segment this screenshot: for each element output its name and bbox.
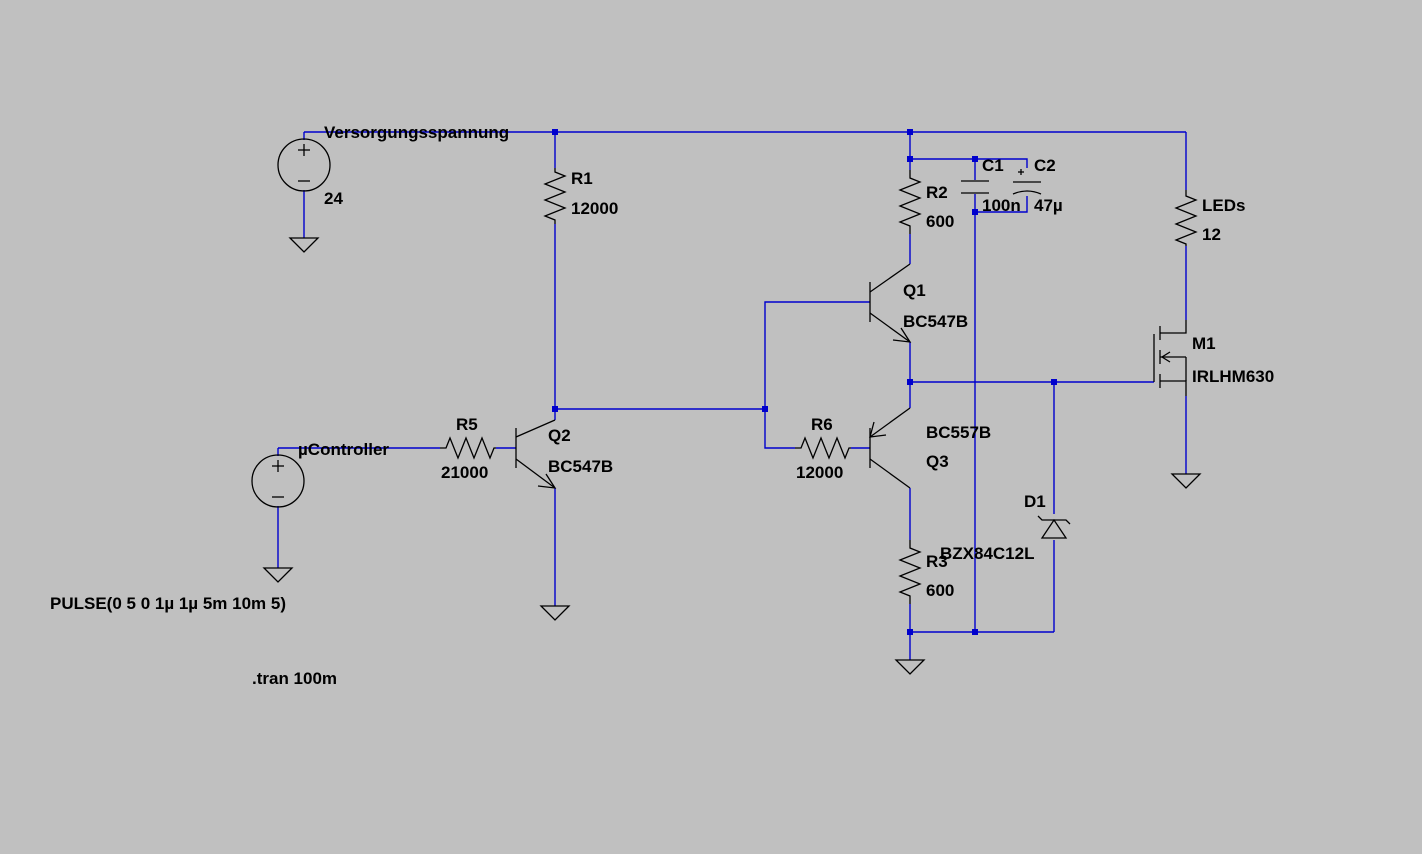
controller-voltage-source[interactable] (251, 454, 305, 508)
r2-value: 600 (926, 212, 954, 231)
r3-name: R3 (926, 552, 948, 571)
ground-symbol (262, 567, 294, 583)
ground-symbol (288, 237, 320, 253)
supply-voltage-source[interactable] (277, 138, 331, 192)
resistor-leds[interactable] (1174, 190, 1198, 246)
m1-value: IRLHM630 (1192, 367, 1274, 386)
leds-value: 12 (1202, 225, 1221, 244)
r1-name: R1 (571, 169, 593, 188)
net-label-controller: µController (298, 440, 389, 459)
junctions (552, 129, 1057, 635)
q3-value: BC557B (926, 423, 991, 442)
net-label-supply: Versorgungsspannung (324, 123, 509, 142)
transistor-q2[interactable] (515, 419, 557, 489)
q1-value: BC547B (903, 312, 968, 331)
q1-name: Q1 (903, 281, 926, 300)
c1-value: 100n (982, 196, 1021, 215)
d1-value: BZX84C12L (940, 544, 1034, 563)
capacitor-c2[interactable] (1012, 169, 1042, 195)
resistor-r5[interactable] (440, 436, 496, 460)
r6-name: R6 (811, 415, 833, 434)
d1-name: D1 (1024, 492, 1046, 511)
pulse-spec: PULSE(0 5 0 1µ 1µ 5m 10m 5) (50, 594, 286, 613)
m1-name: M1 (1192, 334, 1216, 353)
zener-diode-d1[interactable] (1037, 515, 1071, 539)
c2-name: C2 (1034, 156, 1056, 175)
q2-name: Q2 (548, 426, 571, 445)
ground-symbol (894, 659, 926, 675)
r1-value: 12000 (571, 199, 618, 218)
mosfet-m1[interactable] (1153, 320, 1187, 396)
capacitor-c1[interactable] (961, 180, 989, 194)
ground-symbol (1170, 473, 1202, 489)
r3-value: 600 (926, 581, 954, 600)
r6-value: 12000 (796, 463, 843, 482)
r2-name: R2 (926, 183, 948, 202)
ground-symbol (539, 605, 571, 621)
leds-name: LEDs (1202, 196, 1245, 215)
resistor-r3[interactable] (898, 540, 922, 604)
q3-name: Q3 (926, 452, 949, 471)
resistor-r2[interactable] (898, 170, 922, 234)
resistor-r6[interactable] (795, 436, 851, 460)
transistor-q3[interactable] (869, 407, 911, 489)
c1-name: C1 (982, 156, 1004, 175)
labels: Versorgungsspannung 24 µController PULSE… (50, 123, 1274, 688)
q2-value: BC547B (548, 457, 613, 476)
tran-directive: .tran 100m (252, 669, 337, 688)
wires (277, 131, 1187, 660)
r5-name: R5 (456, 415, 478, 434)
resistor-r1[interactable] (543, 168, 567, 224)
transistor-q1[interactable] (869, 263, 912, 343)
r5-value: 21000 (441, 463, 488, 482)
supply-value: 24 (324, 189, 343, 208)
c2-value: 47µ (1034, 196, 1063, 215)
